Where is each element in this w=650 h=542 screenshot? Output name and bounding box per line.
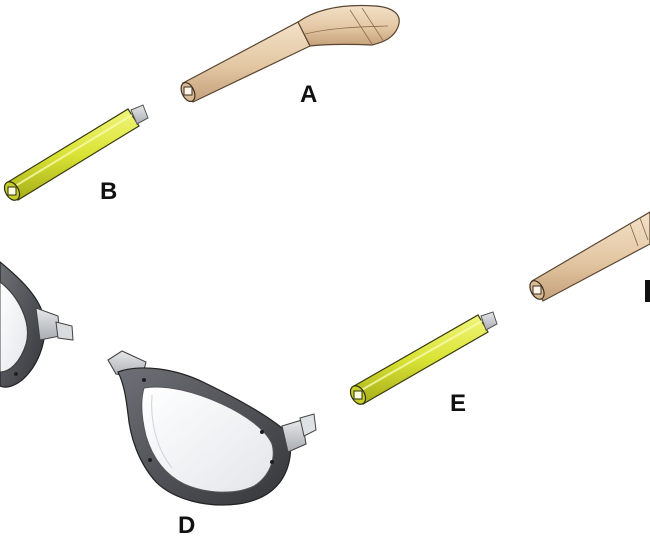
sleeve-e — [349, 311, 498, 405]
frame-partial-left — [0, 261, 74, 388]
label-a: A — [300, 81, 317, 108]
label-cropped-right — [645, 280, 650, 302]
temple-arm-a — [180, 4, 400, 103]
sleeve-b — [3, 104, 149, 201]
label-e: E — [450, 390, 466, 417]
label-d: D — [178, 512, 195, 539]
frame-front-d — [107, 350, 317, 506]
label-b: B — [100, 178, 117, 205]
temple-arm-right-partial — [529, 211, 650, 302]
